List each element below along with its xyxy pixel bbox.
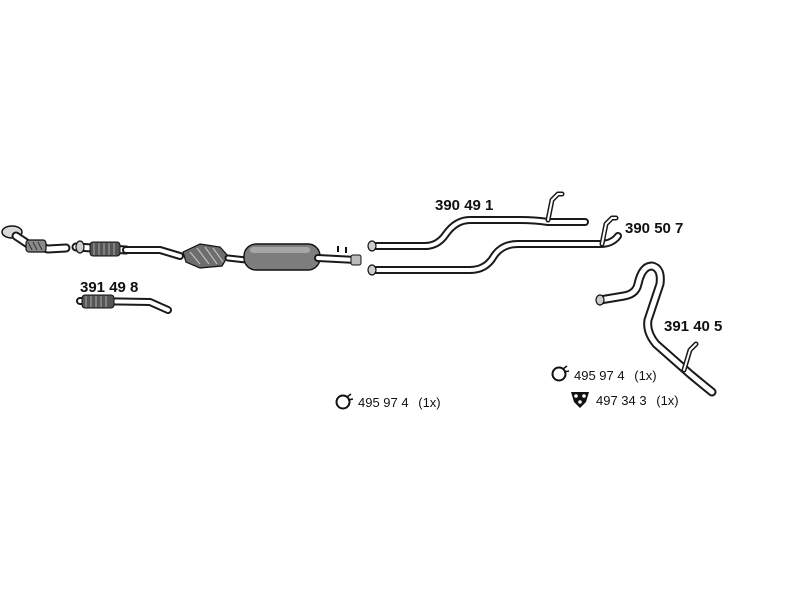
svg-text:495 97 4 (1x): 495 97 4 (1x) (358, 395, 441, 410)
clamp-ring-icon (335, 393, 354, 410)
part-number-intermediate-pipe: 391 49 8 (80, 279, 138, 296)
rubber-mount-icon (571, 392, 589, 408)
rear-pipe-lower (367, 215, 622, 276)
catalytic-converter (182, 243, 229, 269)
svg-text:497 34 3 (1x): 497 34 3 (1x) (596, 393, 679, 408)
accessory-qty: (1x) (418, 395, 440, 410)
accessory-clamp-2: 495 97 4 (1x) (551, 365, 657, 383)
tail-pipe (595, 261, 717, 397)
accessory-mount: 497 34 3 (1x) (571, 392, 679, 408)
centre-silencer (243, 243, 321, 271)
accessory-clamp-1: 495 97 4 (1x) (335, 393, 441, 410)
part-number-upper-pipe: 390 49 1 (435, 197, 493, 214)
part-number-lower-pipe: 390 50 7 (625, 220, 683, 237)
svg-text:495 97 4 (1x): 495 97 4 (1x) (574, 368, 657, 383)
accessory-qty: (1x) (634, 368, 656, 383)
front-exhaust-assembly (1, 225, 362, 271)
intermediate-pipe (76, 294, 172, 314)
accessory-number: 495 97 4 (574, 368, 625, 383)
front-downpipe (1, 225, 71, 254)
accessory-number: 495 97 4 (358, 395, 409, 410)
part-number-tail-pipe: 391 40 5 (664, 318, 722, 335)
accessory-qty: (1x) (656, 393, 678, 408)
clamp-ring-icon (551, 365, 570, 382)
flex-pipe (71, 240, 131, 257)
accessory-number: 497 34 3 (596, 393, 647, 408)
rear-pipe-upper (367, 191, 589, 252)
